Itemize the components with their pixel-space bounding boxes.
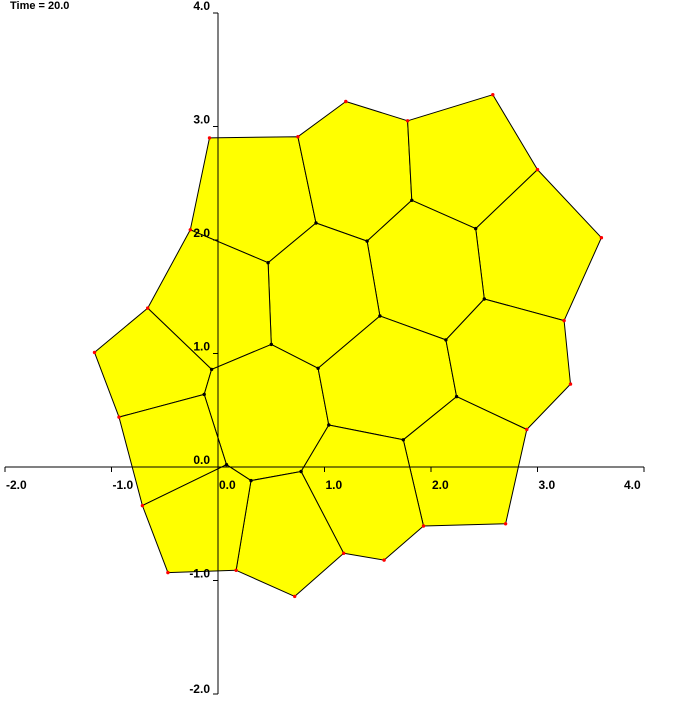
boundary-vertex bbox=[293, 594, 297, 599]
cell-12 bbox=[402, 396, 528, 527]
boundary-vertex bbox=[491, 93, 495, 97]
boundary-vertex bbox=[503, 522, 508, 526]
boundary-vertex bbox=[525, 427, 529, 432]
interior-vertex bbox=[365, 239, 369, 243]
interior-vertex bbox=[224, 463, 229, 467]
x-tick-label: 4.0 bbox=[624, 478, 641, 492]
boundary-vertex bbox=[562, 318, 566, 323]
cell-16 bbox=[141, 464, 252, 574]
interior-vertex bbox=[209, 367, 214, 372]
interior-vertex bbox=[454, 394, 459, 399]
boundary-vertex bbox=[382, 558, 386, 562]
boundary-vertex bbox=[234, 568, 238, 572]
boundary-vertex bbox=[421, 524, 426, 528]
boundary-vertex bbox=[92, 350, 97, 355]
interior-vertex bbox=[327, 423, 331, 427]
tick-labels-layer: -2.0 -1.0 0.0 1.0 2.0 3.0 4.0 4.0 3.0 2.0 1.0 0.0 -1… bbox=[6, 0, 641, 696]
boundary-vertex bbox=[568, 382, 573, 386]
interior-vertex bbox=[202, 392, 206, 397]
boundary-vertex bbox=[535, 167, 540, 172]
x-tick-label: 3.0 bbox=[539, 478, 556, 492]
interior-vertex bbox=[401, 438, 405, 442]
boundary-vertex bbox=[599, 236, 604, 240]
y-tick-label: -1.0 bbox=[189, 567, 210, 581]
y-tick-label: 4.0 bbox=[193, 0, 210, 13]
y-tick-label: 0.0 bbox=[193, 453, 210, 467]
interior-vertex bbox=[266, 261, 270, 265]
vertices-layer bbox=[92, 93, 604, 599]
interior-vertex bbox=[378, 314, 382, 318]
boundary-vertex bbox=[146, 306, 150, 310]
y-tick-label: 2.0 bbox=[193, 226, 210, 240]
interior-vertex bbox=[444, 338, 448, 342]
axes-layer bbox=[4, 12, 645, 695]
boundary-vertex bbox=[207, 136, 212, 140]
y-tick-label: -2.0 bbox=[189, 682, 210, 696]
interior-vertex bbox=[316, 366, 320, 370]
x-tick-label: -1.0 bbox=[113, 478, 134, 492]
x-tick-label: 0.0 bbox=[219, 478, 236, 492]
time-label: Time = 20.0 bbox=[10, 0, 70, 12]
interior-vertex bbox=[299, 469, 303, 474]
boundary-vertex bbox=[342, 551, 346, 555]
interior-vertex bbox=[410, 198, 414, 202]
boundary-vertex bbox=[117, 415, 121, 419]
boundary-vertex bbox=[140, 503, 145, 508]
boundary-vertex bbox=[344, 99, 348, 104]
interior-vertex bbox=[474, 226, 478, 231]
y-tick-label: 1.0 bbox=[193, 340, 210, 354]
interior-vertex bbox=[314, 221, 318, 225]
x-tick-label: -2.0 bbox=[6, 478, 27, 492]
boundary-vertex bbox=[405, 119, 410, 123]
boundary-vertex bbox=[296, 135, 300, 139]
x-tick-label: 2.0 bbox=[432, 478, 449, 492]
interior-vertex bbox=[269, 342, 273, 347]
boundary-vertex bbox=[188, 228, 192, 232]
cells-layer bbox=[94, 94, 602, 597]
y-tick-label: 3.0 bbox=[193, 113, 210, 127]
boundary-vertex bbox=[166, 570, 170, 575]
interior-vertex bbox=[249, 478, 253, 483]
interior-vertex bbox=[482, 297, 486, 301]
x-tick-label: 1.0 bbox=[326, 478, 343, 492]
